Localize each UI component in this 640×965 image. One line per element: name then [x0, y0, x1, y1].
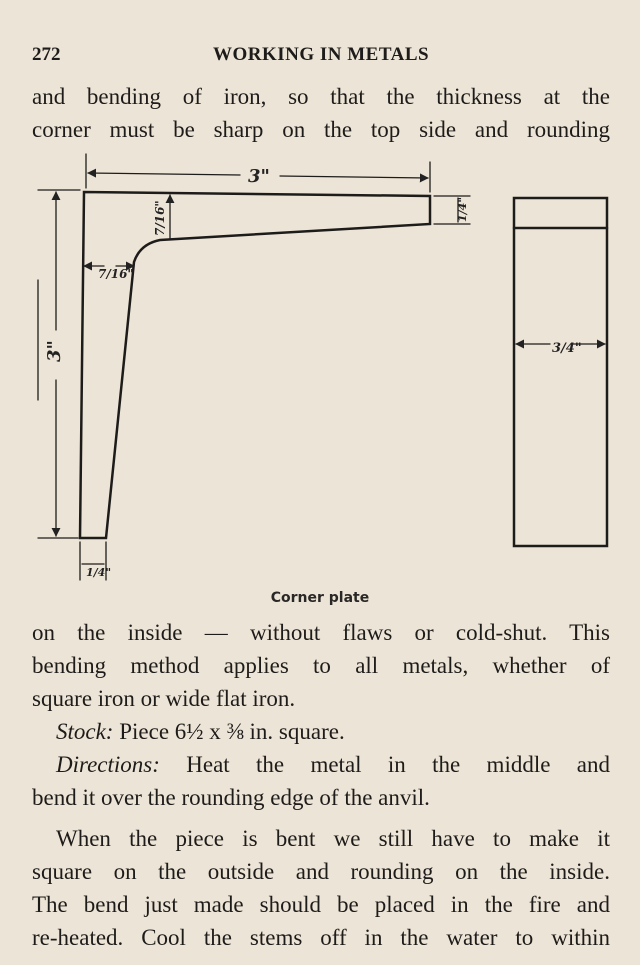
directions-line: Directions: Heat the metal in the middle…	[32, 748, 610, 781]
text-line: re-heated. Cool the stems off in the wat…	[32, 925, 610, 950]
page-header: 272 WORKING IN METALS	[32, 42, 610, 70]
running-title: WORKING IN METALS	[212, 44, 430, 65]
figure-caption: Corner plate	[270, 590, 370, 606]
bottom-text: on the inside — without flaws or cold-sh…	[32, 616, 610, 954]
dim-side-width: 3/4"	[552, 341, 582, 356]
top-paragraph: and bending of iron, so that the thickne…	[32, 80, 610, 146]
stock-text: Piece 6½ x ⅜ in. square.	[119, 719, 345, 744]
dim-end-thickness: 1/4"	[456, 197, 469, 222]
text-line: and bending of iron, so that the thickne…	[32, 84, 610, 109]
dim-foot-width: 1/4"	[86, 566, 111, 579]
corner-plate-drawing: 3" 3" 7/16" 7/16" 1/4" 1/4" 3/4"	[37, 153, 609, 581]
text-line: square on the outside and rounding on th…	[32, 859, 610, 884]
stock-line: Stock: Piece 6½ x ⅜ in. square.	[32, 715, 610, 748]
text-line: When the piece is bent we still have to …	[56, 826, 610, 851]
dim-top-width: 3"	[248, 166, 270, 187]
page-number: 272	[32, 44, 61, 65]
directions-text: Heat the metal in the middle and	[186, 752, 610, 777]
text-line: bending method applies to all metals, wh…	[32, 653, 610, 678]
text-line: square iron or wide flat iron.	[32, 686, 296, 711]
text-line: on the inside — without flaws or cold-sh…	[32, 620, 610, 645]
corner-plate-outline	[78, 190, 432, 540]
stock-label: Stock:	[56, 719, 114, 744]
text-line: The bend just made should be placed in t…	[32, 892, 610, 917]
dim-left-height: 3"	[44, 340, 65, 362]
text-line: corner must be sharp on the top side and…	[32, 117, 610, 142]
side-view-outline	[512, 196, 609, 548]
directions-label: Directions:	[56, 752, 160, 777]
dim-flange-top: 7/16"	[153, 200, 167, 236]
text-line: bend it over the rounding edge of the an…	[32, 785, 430, 810]
dim-flange-left: 7/16"	[98, 267, 134, 281]
